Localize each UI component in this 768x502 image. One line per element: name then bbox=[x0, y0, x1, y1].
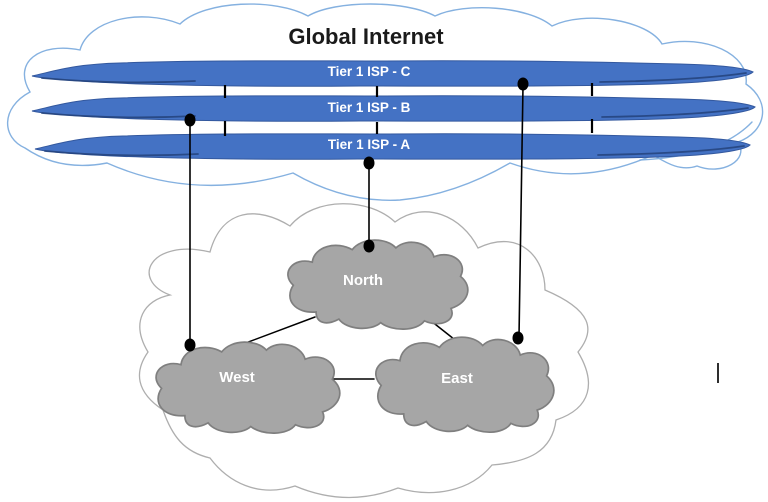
isp-band-accent-streaks bbox=[41, 72, 749, 157]
text-cursor-artifact bbox=[717, 363, 719, 383]
region-cloud-west bbox=[155, 341, 341, 434]
region-cloud-east bbox=[375, 336, 555, 434]
junction-dot-west bbox=[184, 338, 196, 352]
tier1-isp-a-shape bbox=[34, 133, 751, 160]
junction-dot-north bbox=[363, 239, 375, 253]
uplink-lines bbox=[189, 85, 524, 345]
link-north-west bbox=[242, 316, 316, 345]
junction-dot-ispb bbox=[184, 113, 196, 127]
region-cloud-north bbox=[287, 239, 469, 330]
tier1-isp-b-shape bbox=[31, 95, 756, 122]
junction-dot-east bbox=[512, 331, 524, 345]
junction-dot-ispc bbox=[517, 77, 529, 91]
tier1-isp-bands bbox=[31, 60, 756, 160]
junction-dots bbox=[184, 77, 529, 352]
regional-cloud-outline bbox=[138, 203, 590, 499]
tier1-isp-c-shape bbox=[31, 60, 754, 87]
junction-dot-ispa bbox=[363, 156, 375, 170]
isp-peering-links bbox=[223, 83, 594, 136]
region-clouds bbox=[155, 239, 555, 434]
uplink-ispc-east bbox=[518, 85, 524, 338]
